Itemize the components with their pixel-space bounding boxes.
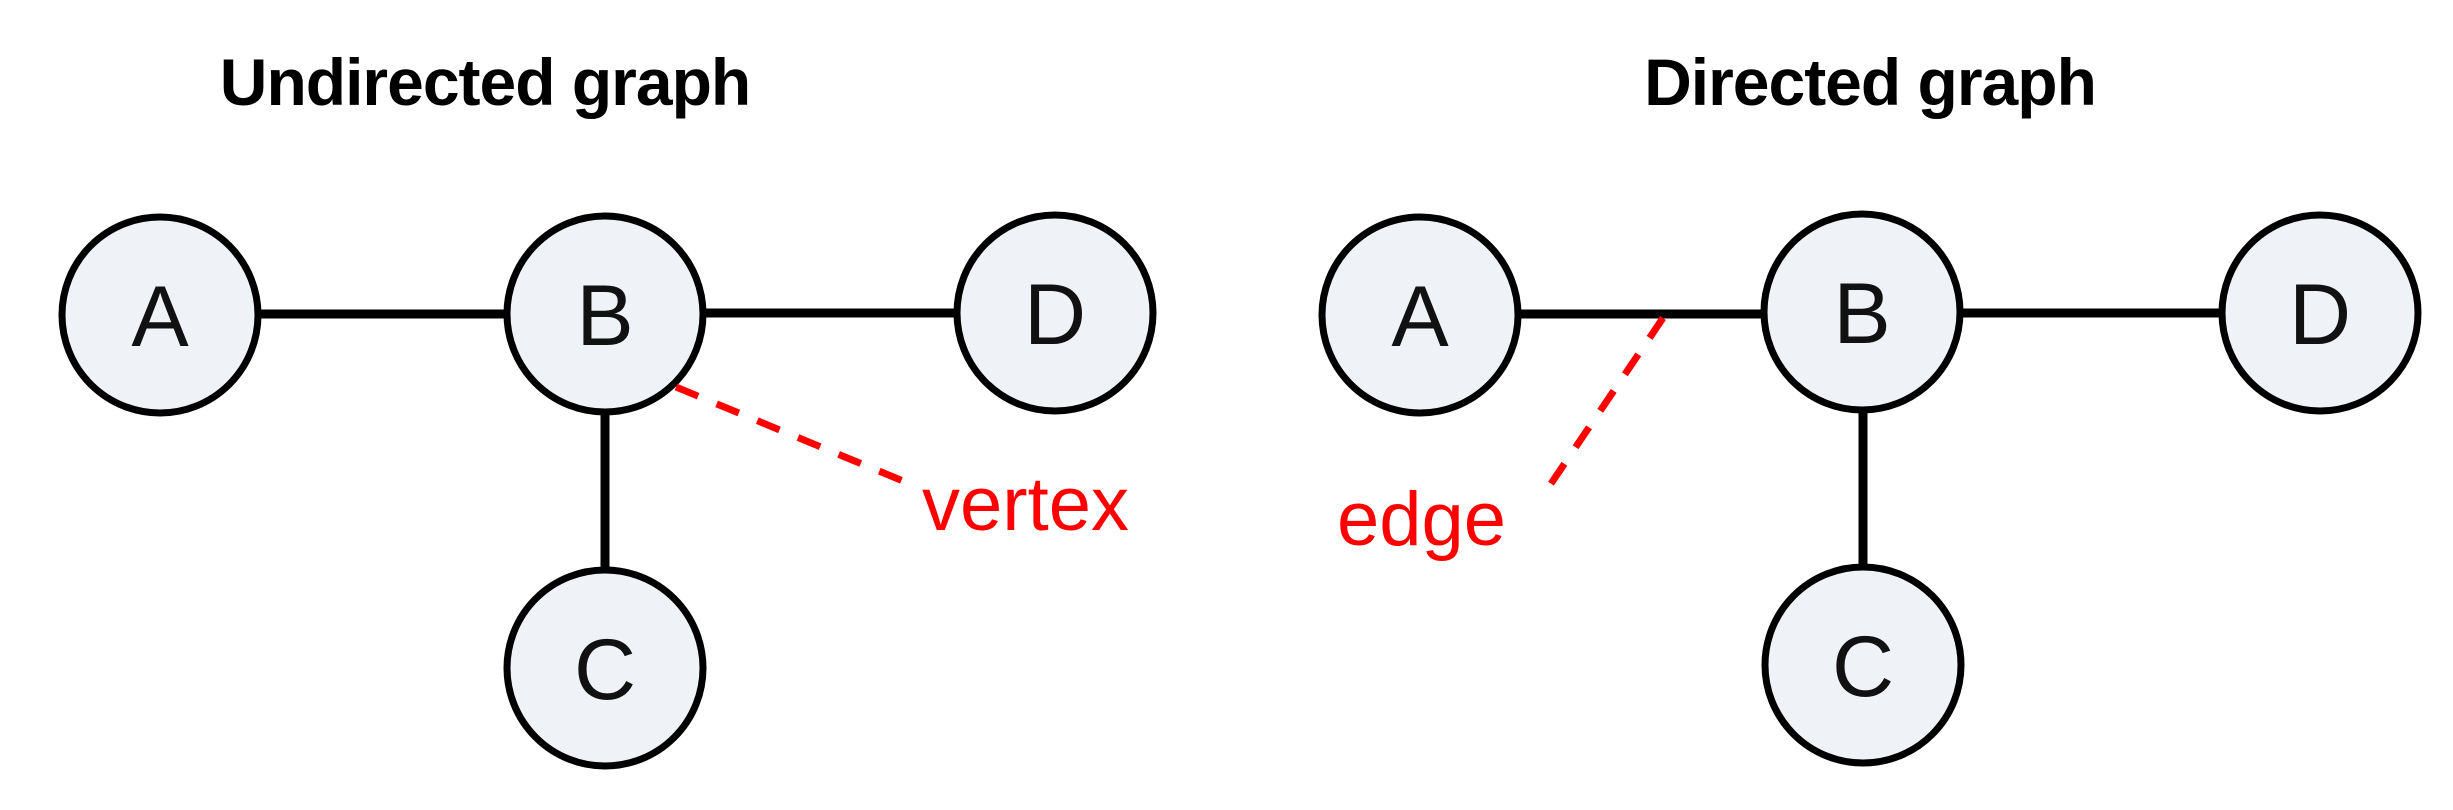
node-circle <box>1761 563 1965 767</box>
node-circle <box>953 211 1157 415</box>
node-label: D <box>2289 267 2351 363</box>
node-d-directed[interactable]: D <box>2218 211 2422 415</box>
vertex-callout-line <box>674 383 905 485</box>
node-circle <box>503 566 707 770</box>
node-a-undirected[interactable]: A <box>58 213 262 417</box>
node-circle <box>1760 210 1964 414</box>
edge-callout-label: edge <box>1337 477 1506 562</box>
panel-directed-graph: Directed graph A B C D <box>1318 45 2422 767</box>
node-label: D <box>1024 267 1086 363</box>
undirected-graph-title: Undirected graph <box>220 45 750 119</box>
node-c-undirected[interactable]: C <box>503 566 707 770</box>
node-label: C <box>1832 619 1894 715</box>
node-label: B <box>576 268 633 364</box>
node-label: A <box>1391 269 1449 365</box>
node-label: C <box>574 622 636 718</box>
node-b-undirected[interactable]: B <box>503 212 707 416</box>
edge-callout-line <box>1543 316 1666 493</box>
node-d-undirected[interactable]: D <box>953 211 1157 415</box>
node-circle <box>58 213 262 417</box>
node-circle <box>2218 211 2422 415</box>
node-label: A <box>131 269 189 365</box>
node-circle <box>1318 213 1522 417</box>
node-a-directed[interactable]: A <box>1318 213 1522 417</box>
node-b-directed[interactable]: B <box>1760 210 1964 414</box>
panel-undirected-graph: Undirected graph A B C D <box>58 45 1157 770</box>
node-circle <box>503 212 707 416</box>
node-label: B <box>1833 266 1890 362</box>
node-c-directed[interactable]: C <box>1761 563 1965 767</box>
directed-graph-title: Directed graph <box>1644 45 2096 119</box>
vertex-callout-label: vertex <box>922 462 1129 547</box>
